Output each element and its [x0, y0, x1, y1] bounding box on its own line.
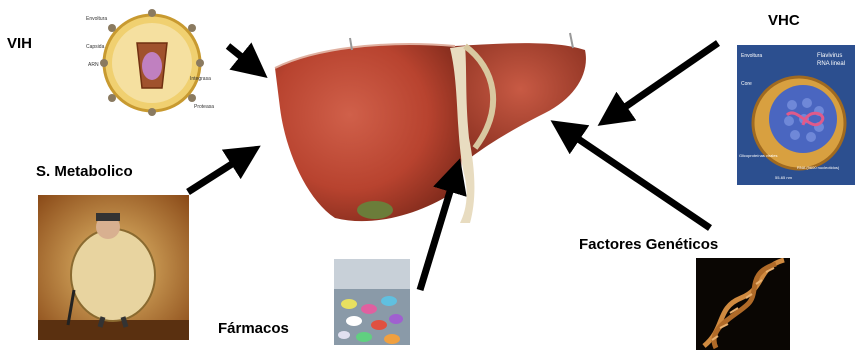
label-vih: VIH — [7, 35, 32, 52]
label-geneticos: Factores Genéticos — [579, 236, 718, 253]
vhc-label-glycoproteins: Glicoproteínas virales — [739, 153, 777, 158]
vhc-label-core: Core — [741, 81, 752, 87]
vih-virus-diagram: Envoltura Capsida ARN Integrasa Proteasa — [82, 8, 217, 118]
label-vhc: VHC — [768, 12, 800, 29]
vhc-label-envelope: Envoltura — [741, 53, 762, 59]
label-farmacos: Fármacos — [218, 320, 289, 337]
vih-label-rna: ARN — [88, 62, 99, 68]
vih-label-integrase: Integrasa — [190, 76, 211, 82]
vhc-label-family: Flavivirus — [817, 53, 842, 59]
arrow-vih — [228, 46, 254, 67]
vih-label-protease: Proteasa — [194, 104, 214, 110]
vih-label-envelope: Envoltura — [86, 16, 107, 22]
arrow-vhc — [612, 43, 718, 116]
liver-illustration — [255, 28, 595, 243]
arrow-metabolico — [188, 155, 246, 192]
vhc-label-genome-size: RNA (9600 nucleotidos) — [797, 165, 840, 170]
vhc-label-genome: RNA lineal — [817, 61, 845, 67]
metabolic-syndrome-illustration — [38, 195, 189, 340]
pills-photo — [334, 259, 410, 345]
vhc-label-size: 55-65 nm — [775, 175, 793, 180]
dna-photo — [696, 258, 790, 350]
vih-label-capsid: Capsida — [86, 44, 105, 50]
vhc-virus-diagram: Envoltura Flavivirus RNA lineal Core Gli… — [737, 45, 855, 185]
label-metabolico: S. Metabolico — [36, 163, 133, 180]
